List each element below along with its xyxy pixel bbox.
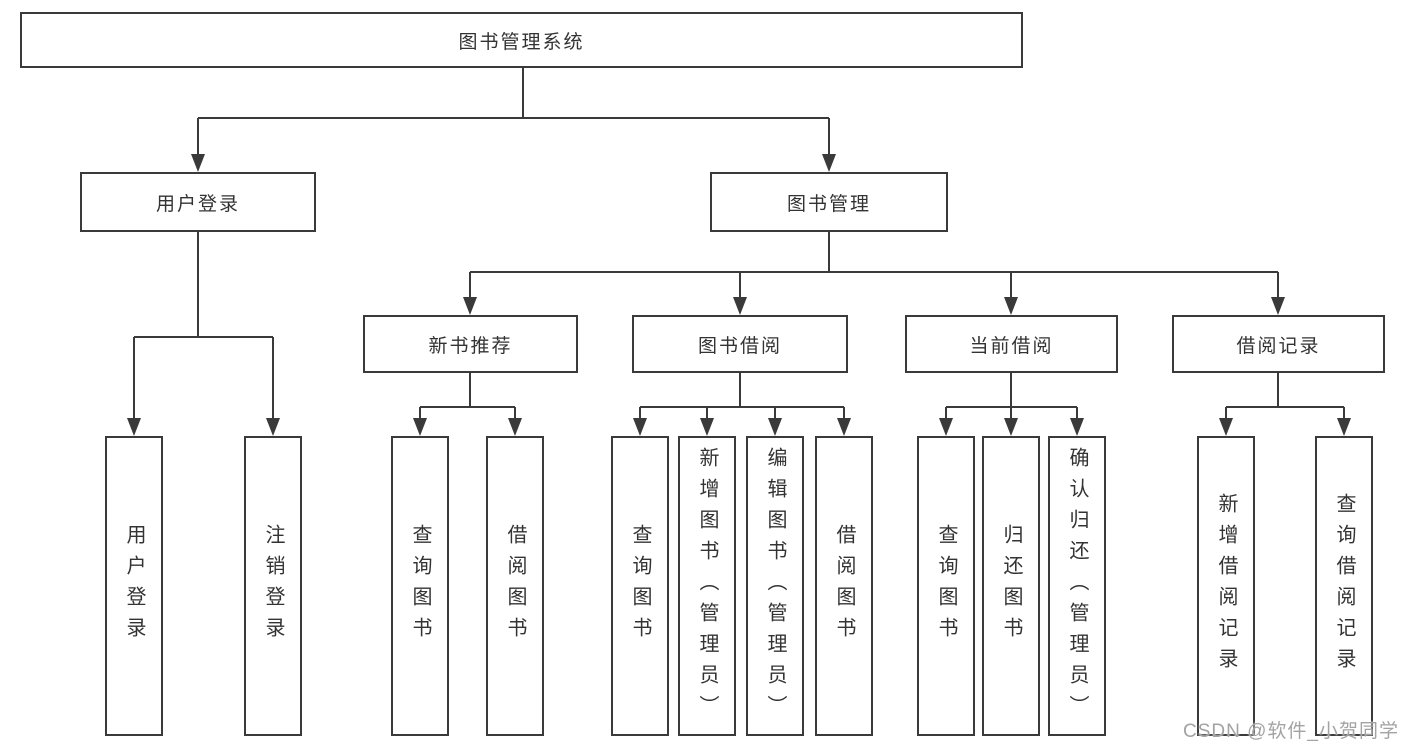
csdn-watermark: CSDN @软件_小贺同学 [1183, 721, 1399, 742]
leaf-label: 查询图书 [629, 524, 651, 648]
leaf-label: 借阅图书 [504, 524, 526, 648]
node-current-borrow: 当前借阅 [905, 315, 1118, 373]
leaf-return-books: 归还图书 [982, 436, 1040, 736]
leaf-label: 用户登录 [123, 524, 145, 648]
node-new-book-recommend: 新书推荐 [363, 315, 578, 373]
node-book-borrow: 图书借阅 [632, 315, 848, 373]
leaf-label: 新增图书（管理员） [696, 446, 718, 726]
leaf-label: 查询图书 [409, 524, 431, 648]
leaf-confirm-return-admin: 确认归还（管理员） [1048, 436, 1106, 736]
leaf-user-login: 用户登录 [105, 436, 163, 736]
leaf-logout: 注销登录 [244, 436, 302, 736]
leaf-label: 借阅图书 [833, 524, 855, 648]
leaf-label: 新增借阅记录 [1215, 493, 1237, 679]
leaf-add-borrow-record: 新增借阅记录 [1197, 436, 1255, 736]
node-library-management-system: 图书管理系统 [20, 12, 1023, 68]
leaf-recommend-query-books: 查询图书 [391, 436, 449, 736]
leaf-current-query-books: 查询图书 [917, 436, 975, 736]
leaf-borrow-query-books: 查询图书 [611, 436, 669, 736]
leaf-edit-books-admin: 编辑图书（管理员） [746, 436, 804, 736]
leaf-recommend-borrow-books: 借阅图书 [486, 436, 544, 736]
leaf-add-books-admin: 新增图书（管理员） [678, 436, 736, 736]
leaf-label: 查询图书 [935, 524, 957, 648]
leaf-label: 查询借阅记录 [1333, 493, 1355, 679]
leaf-label: 确认归还（管理员） [1066, 446, 1088, 726]
node-book-management: 图书管理 [710, 172, 948, 232]
leaf-borrow-books: 借阅图书 [815, 436, 873, 736]
leaf-query-borrow-record: 查询借阅记录 [1315, 436, 1373, 736]
leaf-label: 注销登录 [262, 524, 284, 648]
leaf-label: 编辑图书（管理员） [764, 446, 786, 726]
leaf-label: 归还图书 [1000, 524, 1022, 648]
node-borrow-records: 借阅记录 [1172, 315, 1385, 373]
node-user-login: 用户登录 [80, 172, 316, 232]
